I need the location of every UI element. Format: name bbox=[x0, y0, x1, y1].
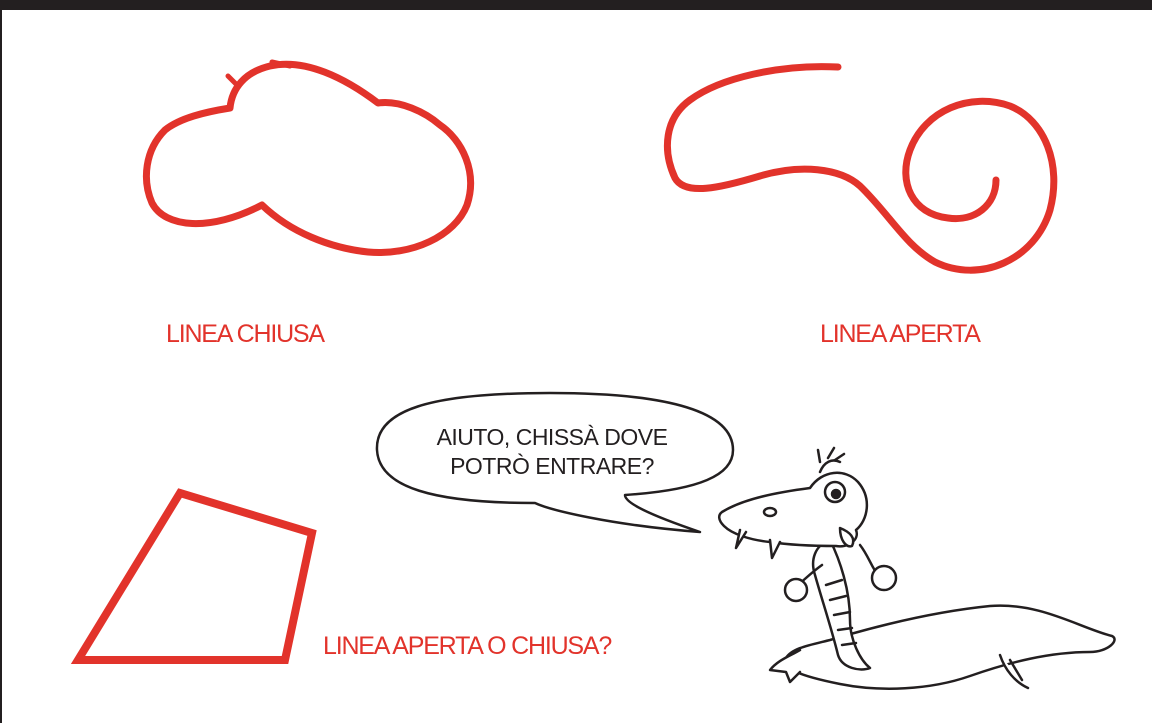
speech-bubble bbox=[375, 391, 735, 534]
speech-line-2: POTRÒ ENTRARE? bbox=[450, 453, 654, 479]
closed-cloud-line bbox=[142, 60, 475, 257]
quadrilateral-shape bbox=[70, 488, 317, 664]
speech-bubble-text: AIUTO, CHISSÀ DOVE POTRÒ ENTRARE? bbox=[377, 423, 727, 481]
open-curly-line bbox=[663, 63, 1058, 274]
caption-question: LINEA APERTA O CHIUSA? bbox=[323, 632, 612, 660]
crocodile-character bbox=[718, 446, 1116, 690]
page-top-border bbox=[0, 0, 1152, 10]
closed-cloud-notch bbox=[225, 59, 293, 89]
page-left-border bbox=[0, 0, 2, 723]
caption-closed-line: LINEA CHIUSA bbox=[166, 320, 325, 348]
caption-open-line: LINEA APERTA bbox=[820, 320, 981, 348]
speech-line-1: AIUTO, CHISSÀ DOVE bbox=[436, 424, 668, 450]
